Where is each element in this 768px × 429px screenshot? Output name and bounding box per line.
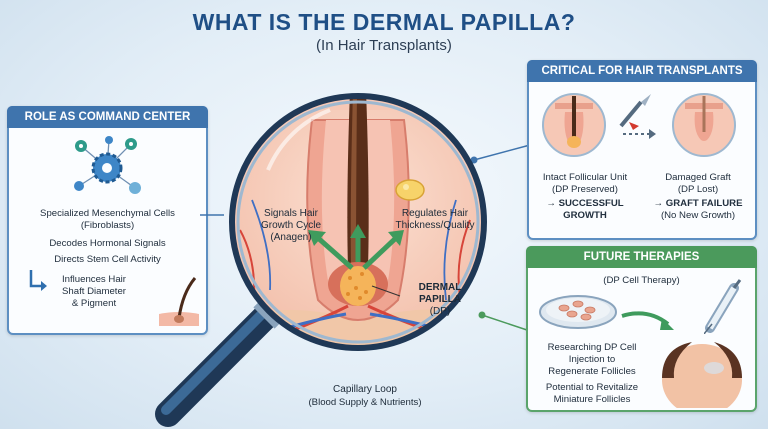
head-icon — [662, 342, 742, 408]
influences-text-1: Influences Hair — [62, 274, 126, 285]
potential-text-1: Potential to Revitalize — [545, 382, 639, 393]
petri-dish-icon — [539, 295, 617, 329]
capillary-label-2: (Blood Supply & Nutrients) — [308, 397, 422, 408]
failure-label: GRAFT FAILURE — [665, 198, 743, 209]
role-panel: ROLE AS COMMAND CENTER Specialized Mesen… — [7, 106, 208, 335]
therapies-panel-title: FUTURE THERAPIES — [526, 246, 757, 268]
magnifier-diagram — [155, 93, 487, 427]
success-text-2: GROWTH — [563, 210, 607, 221]
cells-sub-text: (Fibroblasts) — [80, 220, 135, 231]
signals-label-2: Growth Cycle — [260, 220, 321, 231]
scalpel-icon — [619, 94, 651, 130]
transplant-panel: CRITICAL FOR HAIR TRANSPLANTS Intact Fol… — [527, 60, 757, 240]
damaged-graft-icon — [672, 93, 736, 157]
regulates-label-1: Regulates Hair — [401, 208, 469, 219]
failure-text-2: (No New Growth) — [660, 210, 736, 221]
dp-label-2: PAPILLA — [418, 294, 462, 305]
dp-label-1: DERMAL — [418, 282, 462, 293]
therapies-subtitle: (DP Cell Therapy) — [603, 275, 680, 286]
damaged-text-2: (DP Lost) — [677, 184, 719, 195]
intact-follicle-icon — [542, 93, 606, 157]
success-label: SUCCESSFUL — [558, 198, 624, 209]
page-subtitle: (In Hair Transplants) — [316, 37, 452, 54]
green-curved-arrow-icon — [621, 311, 674, 330]
capillary-label-1: Capillary Loop — [333, 384, 397, 395]
failure-text-1: → GRAFT FAILURE — [653, 198, 743, 209]
gear-network-icon — [74, 136, 141, 194]
dp-label-3: (DP) — [429, 306, 451, 317]
transplant-panel-title: CRITICAL FOR HAIR TRANSPLANTS — [527, 60, 757, 82]
role-panel-title: ROLE AS COMMAND CENTER — [7, 106, 208, 128]
signals-label-3: (Anagen) — [270, 232, 312, 243]
arrow-icon — [29, 270, 47, 291]
influences-text-3: & Pigment — [71, 298, 117, 309]
potential-text-2: Miniature Follicles — [553, 394, 631, 405]
influences-text-2: Shaft Diameter — [62, 286, 126, 297]
signals-label-1: Signals Hair — [264, 208, 318, 219]
syringe-icon — [704, 279, 742, 334]
page-title: WHAT IS THE DERMAL PAPILLA? — [192, 9, 576, 35]
directs-text: Directs Stem Cell Activity — [54, 254, 161, 265]
dashed-arrow-icon — [623, 129, 656, 139]
therapies-panel: FUTURE THERAPIES (DP Cell Therapy) Resea… — [526, 246, 757, 412]
research-text-1: Researching DP Cell — [547, 342, 637, 353]
regulates-label-2: Thickness/Quality — [395, 220, 475, 231]
decodes-text: Decodes Hormonal Signals — [49, 238, 166, 249]
research-text-3: Regenerate Follicles — [548, 366, 636, 377]
intact-text-1: Intact Follicular Unit — [542, 172, 628, 183]
hair-follicle-icon — [159, 277, 199, 326]
cells-text: Specialized Mesenchymal Cells — [40, 208, 175, 219]
intact-text-2: (DP Preserved) — [552, 184, 618, 195]
research-text-2: Injection to — [568, 354, 616, 365]
damaged-text-1: Damaged Graft — [665, 172, 731, 183]
success-text-1: → SUCCESSFUL — [546, 198, 624, 209]
